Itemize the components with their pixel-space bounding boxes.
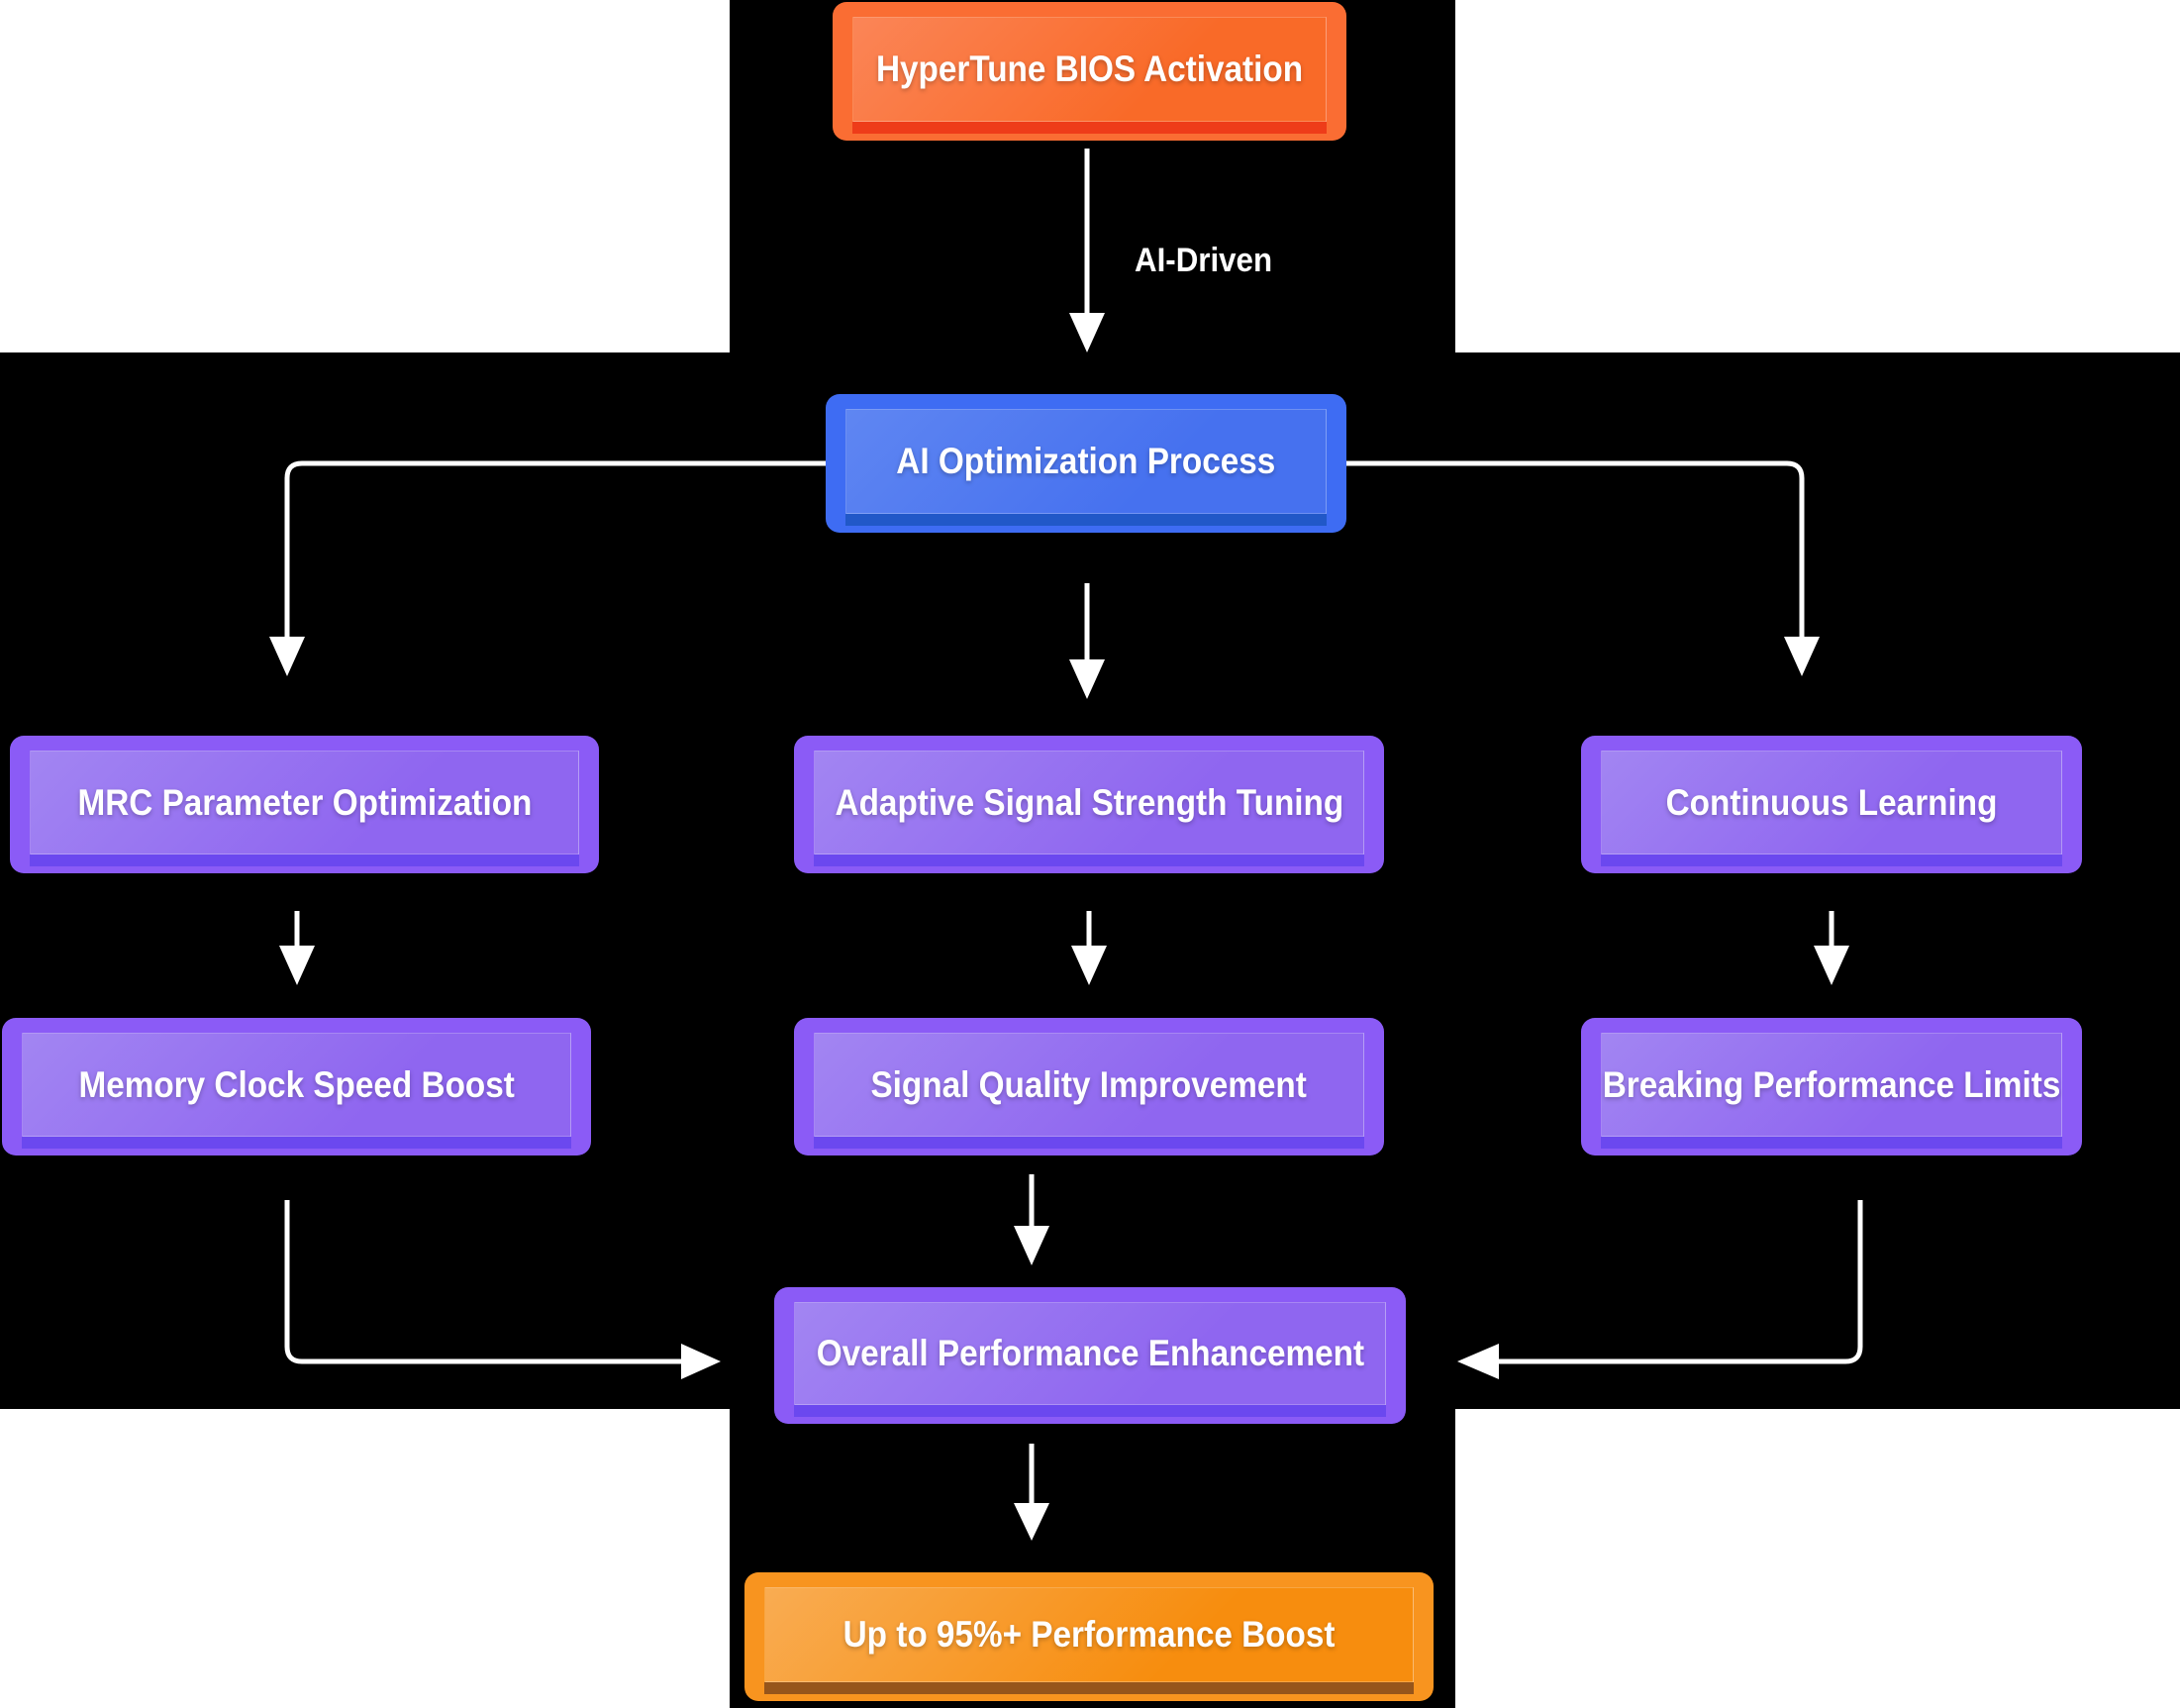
edge-memclock-to-overall [284, 1200, 721, 1379]
node-label: Signal Quality Improvement [870, 1063, 1308, 1105]
arrowhead-down-icon [279, 946, 315, 985]
node-body: Up to 95%+ Performance Boost [764, 1587, 1414, 1682]
edge-ai-to-mrc [269, 460, 826, 676]
node-accent-strip [852, 122, 1327, 134]
arrowhead-left-icon [1457, 1344, 1499, 1379]
node-continuous-learning: Continuous Learning [1581, 736, 2082, 873]
node-label: Adaptive Signal Strength Tuning [835, 781, 1343, 823]
edge-ai-to-learning [1346, 460, 1820, 676]
node-accent-strip [764, 1682, 1414, 1694]
arrowhead-down-icon [1069, 313, 1105, 352]
node-memory-clock-speed-boost: Memory Clock Speed Boost [2, 1018, 591, 1155]
edge-mrc-to-memclock [279, 911, 315, 985]
node-label: AI Optimization Process [896, 441, 1276, 481]
node-body: HyperTune BIOS Activation [852, 17, 1327, 122]
page-background-corner-top-left [0, 0, 730, 352]
node-label: Overall Performance Enhancement [816, 1333, 1364, 1373]
edge-bios-to-ai [1069, 149, 1105, 352]
node-body: Adaptive Signal Strength Tuning [814, 751, 1364, 854]
edge-overall-to-boost [1014, 1444, 1049, 1541]
edge-line [284, 460, 826, 639]
node-accent-strip [1601, 854, 2062, 866]
edge-learning-to-limits [1814, 911, 1849, 985]
node-accent-strip [845, 514, 1327, 526]
page-background-corner-bottom-left [0, 1409, 730, 1708]
edge-limits-to-overall [1457, 1200, 1863, 1379]
node-body: Breaking Performance Limits [1601, 1033, 2062, 1137]
node-ai-optimization-process: AI Optimization Process [826, 394, 1346, 533]
node-body: MRC Parameter Optimization [30, 751, 579, 854]
node-accent-strip [794, 1405, 1386, 1417]
node-body: Continuous Learning [1601, 751, 2062, 854]
node-label: Up to 95%+ Performance Boost [842, 1614, 1336, 1655]
node-body: AI Optimization Process [845, 409, 1327, 514]
node-label: Continuous Learning [1665, 781, 1998, 823]
page-background-corner-bottom-right [1455, 1409, 2180, 1708]
node-accent-strip [814, 854, 1364, 866]
arrowhead-down-icon [1784, 637, 1820, 676]
arrowhead-down-icon [1071, 946, 1107, 985]
arrowhead-down-icon [1069, 659, 1105, 699]
node-label: MRC Parameter Optimization [77, 781, 532, 823]
node-body: Memory Clock Speed Boost [22, 1033, 571, 1137]
node-hypertune-bios-activation: HyperTune BIOS Activation [833, 2, 1346, 141]
node-accent-strip [1601, 1137, 2062, 1149]
edge-ai-to-adaptive [1069, 583, 1105, 699]
node-label: Breaking Performance Limits [1602, 1063, 2061, 1105]
arrowhead-down-icon [1014, 1226, 1049, 1265]
arrowhead-right-icon [681, 1344, 721, 1379]
node-overall-performance-enhancement: Overall Performance Enhancement [774, 1287, 1406, 1424]
node-body: Signal Quality Improvement [814, 1033, 1364, 1137]
edge-label-ai-driven: AI-Driven [1135, 242, 1273, 279]
node-performance-boost-result: Up to 95%+ Performance Boost [744, 1572, 1434, 1701]
edge-adaptive-to-signal [1071, 911, 1107, 985]
edge-signal-to-overall [1014, 1174, 1049, 1265]
node-accent-strip [30, 854, 579, 866]
page-background-corner-top-right [1455, 0, 2180, 352]
arrowhead-down-icon [1014, 1503, 1049, 1541]
edge-line [1497, 1200, 1863, 1364]
node-accent-strip [814, 1137, 1364, 1149]
node-label: HyperTune BIOS Activation [875, 49, 1304, 89]
node-breaking-performance-limits: Breaking Performance Limits [1581, 1018, 2082, 1155]
node-body: Overall Performance Enhancement [794, 1302, 1386, 1405]
arrowhead-down-icon [269, 637, 305, 676]
edge-line [1346, 460, 1805, 639]
arrowhead-down-icon [1814, 946, 1849, 985]
node-label: Memory Clock Speed Boost [78, 1063, 515, 1105]
node-mrc-parameter-optimization: MRC Parameter Optimization [10, 736, 599, 873]
node-adaptive-signal-strength-tuning: Adaptive Signal Strength Tuning [794, 736, 1384, 873]
node-accent-strip [22, 1137, 571, 1149]
node-signal-quality-improvement: Signal Quality Improvement [794, 1018, 1384, 1155]
edge-line [284, 1200, 683, 1364]
